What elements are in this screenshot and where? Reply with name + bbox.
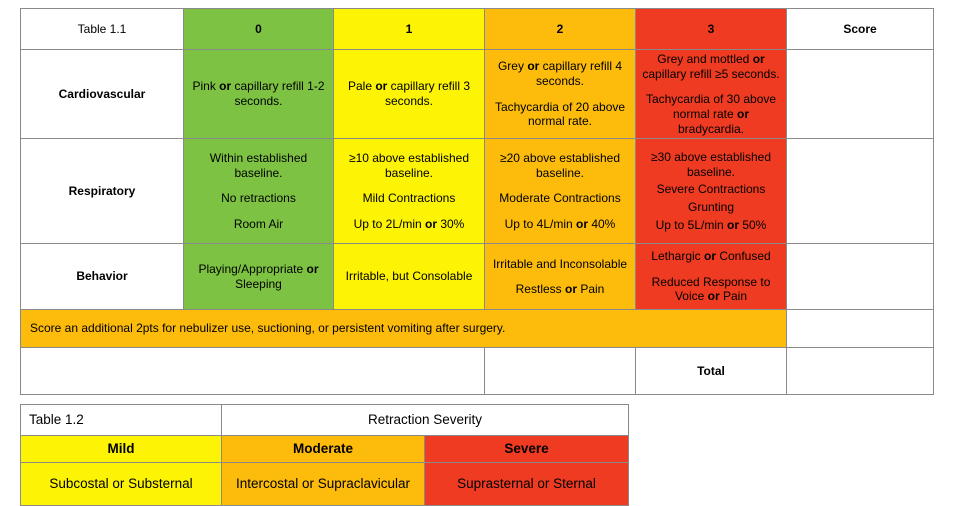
- pediatric-early-warning-score-table: Table 1.1 0 1 2 3 Score Cardiovascular P…: [20, 8, 934, 396]
- cell-line: Pale or capillary refill 3 seconds.: [347, 79, 471, 109]
- cell-line: Up to 5L/min or 50%: [655, 217, 767, 232]
- column-header-score-0: 0: [183, 8, 334, 50]
- cell-cardiovascular-3: Grey and mottled or capillary refill ≥5 …: [635, 48, 787, 140]
- description-severe: Suprasternal or Sternal: [423, 462, 630, 506]
- cell-line: Grey or capillary refill 4 seconds.: [497, 59, 623, 88]
- cell-cardiovascular-score[interactable]: [786, 48, 934, 140]
- cell-line: ≥30 above established baseline.: [650, 150, 771, 179]
- cell-respiratory-2: ≥20 above established baseline. Moderate …: [484, 138, 636, 245]
- retraction-severity-table: Table 1.2 Retraction Severity Mild Moder…: [20, 404, 630, 506]
- cell-respiratory-score[interactable]: [786, 138, 934, 245]
- cell-line: Room Air: [233, 216, 284, 231]
- cell-total-score[interactable]: [786, 347, 934, 396]
- severity-severe: Severe: [423, 435, 630, 463]
- cell-line: Within established baseline.: [209, 150, 308, 180]
- table-header-row: Table 1.1 0 1 2 3 Score: [20, 8, 934, 50]
- cell-line: Severe Contractions: [656, 182, 766, 197]
- cell-behavior-1: Irritable, but Consolable: [333, 243, 485, 311]
- table2-header-row: Table 1.2 Retraction Severity: [20, 404, 630, 436]
- cell-line: Grunting: [687, 199, 735, 214]
- description-mild: Subcostal or Substernal: [20, 462, 222, 506]
- cell-behavior-score[interactable]: [786, 243, 934, 311]
- cell-line: Restless or Pain: [515, 282, 605, 297]
- cell-respiratory-0: Within established baseline. No retractio…: [183, 138, 334, 245]
- cell-line: Lethargic or Confused: [651, 249, 771, 264]
- table-row-total: Total: [20, 347, 934, 396]
- column-header-score-3: 3: [635, 8, 787, 50]
- row-label-behavior: Behavior: [20, 243, 184, 311]
- cell-line: Tachycardia of 20 above normal rate.: [494, 99, 626, 129]
- column-header-score: Score: [786, 8, 934, 50]
- cell-cardiovascular-0: Pink or capillary refill 1-2 seconds.: [183, 48, 334, 140]
- table2-caption: Table 1.2: [20, 404, 222, 436]
- cell-note-score[interactable]: [786, 309, 934, 349]
- cell-behavior-0: Playing/Appropriate or Sleeping: [183, 243, 334, 311]
- cell-line: Mild Contractions: [362, 191, 456, 206]
- table2-description-row: Subcostal or Substernal Intercostal or S…: [20, 462, 630, 506]
- severity-mild: Mild: [20, 435, 222, 463]
- cell-line: Irritable and Inconsolable: [492, 256, 628, 271]
- total-spacer-2: [484, 347, 636, 396]
- cell-cardiovascular-2: Grey or capillary refill 4 seconds. Tachy…: [484, 48, 636, 140]
- cell-line: ≥10 above established baseline.: [348, 150, 469, 180]
- cell-respiratory-3: ≥30 above established baseline. Severe Co…: [635, 138, 787, 245]
- cell-line: Up to 4L/min or 40%: [504, 216, 616, 231]
- cell-cardiovascular-1: Pale or capillary refill 3 seconds.: [333, 48, 485, 140]
- table-row-behavior: Behavior Playing/Appropriate or Sleeping…: [20, 243, 934, 311]
- severity-moderate: Moderate: [221, 435, 425, 463]
- cell-line: Grey and mottled or capillary refill ≥5 …: [642, 52, 780, 81]
- cell-line: No retractions: [221, 191, 296, 206]
- cell-line: Playing/Appropriate or Sleeping: [198, 262, 319, 291]
- row-label-respiratory: Respiratory: [20, 138, 184, 245]
- row-label-cardiovascular: Cardiovascular: [20, 48, 184, 140]
- table-row-respiratory: Respiratory Within established baseline.…: [20, 138, 934, 245]
- total-label: Total: [635, 347, 787, 396]
- cell-line: Pink or capillary refill 1-2 seconds.: [192, 79, 325, 109]
- cell-line: Reduced Response to Voice or Pain: [651, 274, 771, 304]
- total-spacer: [20, 347, 485, 396]
- column-header-score-2: 2: [484, 8, 636, 50]
- cell-line: Irritable, but Consolable: [345, 269, 473, 284]
- description-moderate: Intercostal or Supraclavicular: [221, 462, 425, 506]
- table-caption: Table 1.1: [20, 8, 184, 50]
- cell-line: Tachycardia of 30 above normal rate or b…: [645, 92, 777, 136]
- table-row-cardiovascular: Cardiovascular Pink or capillary refill …: [20, 48, 934, 140]
- table2-severity-row: Mild Moderate Severe: [20, 435, 630, 463]
- cell-respiratory-1: ≥10 above established baseline. Mild Cont…: [333, 138, 485, 245]
- cell-line: ≥20 above established baseline.: [499, 150, 620, 180]
- table2-title: Retraction Severity: [220, 404, 630, 436]
- cell-line: Moderate Contractions: [499, 191, 621, 206]
- table-row-note: Score an additional 2pts for nebulizer u…: [20, 309, 934, 349]
- column-header-score-1: 1: [333, 8, 485, 50]
- cell-line: Up to 2L/min or 30%: [353, 216, 465, 231]
- additional-points-note: Score an additional 2pts for nebulizer u…: [20, 309, 787, 349]
